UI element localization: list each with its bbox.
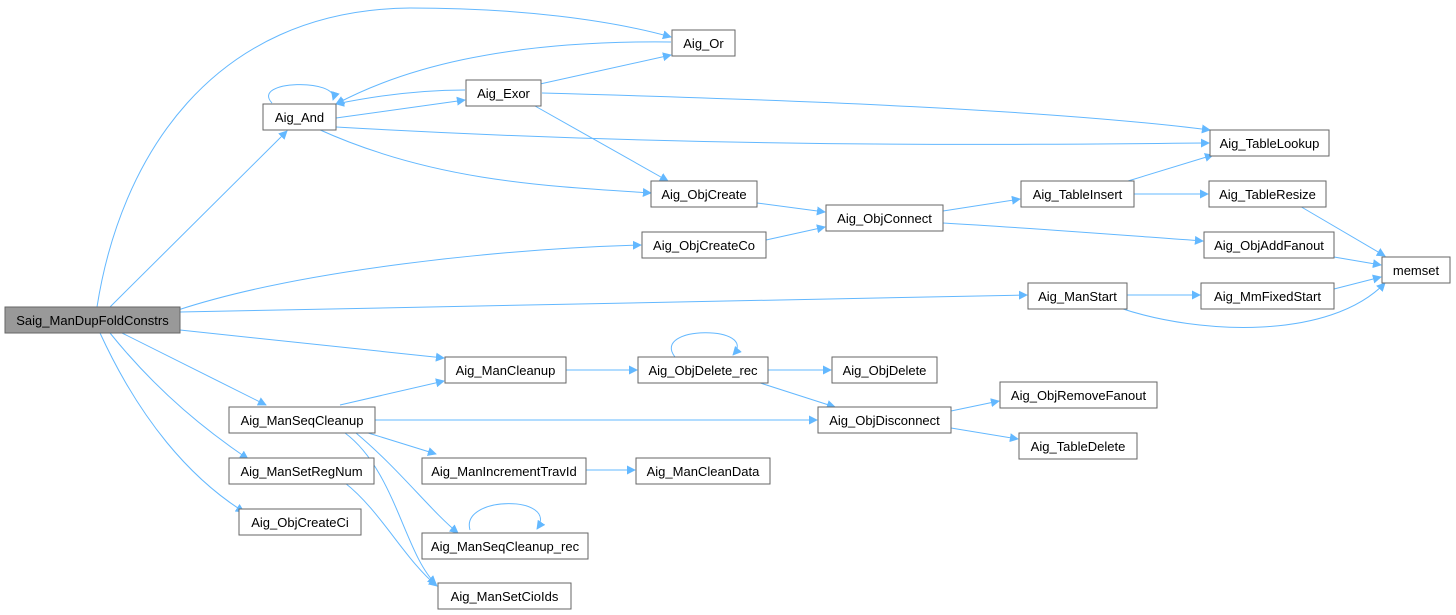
edge-objaddfanout-memset	[1333, 256, 1382, 269]
edge-mansetregnum-mansetciids	[344, 482, 438, 587]
node-aig-objcreate-label: Aig_ObjCreate	[661, 187, 746, 202]
node-aig-objdeleterec[interactable]: Aig_ObjDelete_rec	[637, 356, 769, 384]
node-aig-objconnect[interactable]: Aig_ObjConnect	[825, 204, 944, 232]
node-aig-objaddfanout-label: Aig_ObjAddFanout	[1214, 238, 1324, 253]
edge-objcreateco-objconnect	[765, 224, 826, 241]
node-aig-or-label: Aig_Or	[683, 36, 724, 51]
edge-manseqcleanuprec-self	[468, 503, 546, 531]
edge-objcreate-objconnect	[756, 202, 826, 216]
node-aig-tabledelete[interactable]: Aig_TableDelete	[1018, 432, 1138, 460]
node-aig-mmfixedstart[interactable]: Aig_MmFixedStart	[1200, 282, 1335, 310]
node-aig-manseqcleanup[interactable]: Aig_ManSeqCleanup	[228, 406, 376, 434]
edge-manseqcleanup-manincrementtravid	[364, 431, 437, 456]
node-aig-manseqcleanuprec[interactable]: Aig_ManSeqCleanup_rec	[421, 532, 589, 560]
node-aig-objdelete[interactable]: Aig_ObjDelete	[831, 356, 938, 384]
edge-exor-tablelookup	[541, 92, 1211, 134]
node-aig-exor[interactable]: Aig_Exor	[465, 79, 542, 107]
node-aig-tableinsert-label: Aig_TableInsert	[1033, 187, 1123, 202]
node-aig-manincrementtravid-label: Aig_ManIncrementTravId	[431, 464, 576, 479]
node-aig-manseqcleanup-label: Aig_ManSeqCleanup	[241, 413, 364, 428]
node-memset-label: memset	[1393, 263, 1440, 278]
node-aig-objdelete-label: Aig_ObjDelete	[843, 363, 927, 378]
edge-and-exor	[335, 96, 466, 119]
node-root-label: Saig_ManDupFoldConstrs	[16, 313, 169, 328]
node-aig-manstart[interactable]: Aig_ManStart	[1027, 282, 1128, 310]
edge-root-manstart	[179, 290, 1028, 313]
node-aig-objdisconnect[interactable]: Aig_ObjDisconnect	[817, 406, 952, 434]
edge-exor-or	[539, 52, 672, 85]
node-aig-manincrementtravid[interactable]: Aig_ManIncrementTravId	[421, 457, 587, 485]
node-aig-mancleandata[interactable]: Aig_ManCleanData	[635, 457, 771, 485]
edge-manseqcleanup-mancleanup	[339, 378, 445, 406]
edge-objdisconnect-tabledelete	[950, 427, 1019, 443]
node-aig-mancleandata-label: Aig_ManCleanData	[647, 464, 761, 479]
edge-tableresize-memset	[1297, 204, 1386, 257]
edge-root-objcreateci	[99, 332, 245, 513]
edge-tableinsert-tablelookup	[1127, 153, 1214, 182]
edge-manseqcleanup-manseqcleanuprec	[355, 432, 459, 534]
edge-and-objcreate	[317, 128, 652, 197]
edge-objdisconnect-objremovefanout	[950, 398, 1000, 412]
edge-exor-objcreate	[534, 105, 669, 182]
node-aig-manseqcleanuprec-label: Aig_ManSeqCleanup_rec	[431, 539, 580, 554]
node-aig-tableresize-label: Aig_TableResize	[1219, 187, 1316, 202]
node-aig-mancleanup-label: Aig_ManCleanup	[456, 363, 556, 378]
node-aig-mansetregnum-label: Aig_ManSetRegNum	[240, 464, 362, 479]
node-root[interactable]: Saig_ManDupFoldConstrs	[4, 306, 181, 334]
node-aig-tableinsert[interactable]: Aig_TableInsert	[1020, 180, 1135, 208]
node-aig-and-label: Aig_And	[275, 110, 324, 125]
node-aig-or[interactable]: Aig_Or	[671, 29, 736, 57]
edge-and-self	[268, 84, 340, 104]
edge-and-tablelookup	[335, 126, 1210, 148]
node-aig-mansetregnum[interactable]: Aig_ManSetRegNum	[228, 457, 375, 485]
edge-root-or	[96, 7, 672, 308]
node-aig-objcreateci[interactable]: Aig_ObjCreateCi	[238, 508, 362, 536]
node-aig-exor-label: Aig_Exor	[477, 86, 530, 101]
node-aig-objaddfanout[interactable]: Aig_ObjAddFanout	[1203, 231, 1335, 259]
node-aig-objcreate[interactable]: Aig_ObjCreate	[650, 180, 758, 208]
node-aig-objremovefanout-label: Aig_ObjRemoveFanout	[1011, 388, 1147, 403]
edge-root-manseqcleanup	[121, 332, 267, 406]
node-aig-mansetciids-label: Aig_ManSetCioIds	[451, 589, 559, 604]
edge-manstart-memset	[1119, 282, 1386, 328]
edge-root-and	[109, 130, 288, 308]
edge-objdeleterec-objdisconnect	[753, 380, 836, 409]
edge-root-mansetregnum	[109, 332, 249, 460]
node-aig-mmfixedstart-label: Aig_MmFixedStart	[1214, 289, 1321, 304]
edge-mmfixedstart-memset	[1333, 274, 1382, 290]
edge-objconnect-objaddfanout	[942, 222, 1204, 245]
node-aig-mansetciids[interactable]: Aig_ManSetCioIds	[437, 582, 572, 610]
edge-manseqcleanup-mansetciids	[344, 432, 437, 585]
edge-objdeleterec-self	[671, 332, 742, 358]
node-aig-objcreateci-label: Aig_ObjCreateCi	[251, 515, 349, 530]
node-aig-objdisconnect-label: Aig_ObjDisconnect	[829, 413, 940, 428]
node-aig-tablelookup[interactable]: Aig_TableLookup	[1209, 129, 1330, 157]
node-aig-objdeleterec-label: Aig_ObjDelete_rec	[648, 363, 758, 378]
edge-exor-and	[335, 89, 466, 107]
node-aig-objcreateco-label: Aig_ObjCreateCo	[653, 238, 755, 253]
edge-root-objcreateco	[177, 240, 642, 311]
edge-objconnect-tableinsert	[942, 195, 1021, 212]
node-aig-objremovefanout[interactable]: Aig_ObjRemoveFanout	[999, 381, 1158, 409]
node-aig-tableresize[interactable]: Aig_TableResize	[1208, 180, 1327, 208]
edge-root-mancleanup	[179, 329, 445, 362]
node-aig-objcreateco[interactable]: Aig_ObjCreateCo	[641, 231, 767, 259]
node-memset[interactable]: memset	[1381, 256, 1451, 284]
node-aig-mancleanup[interactable]: Aig_ManCleanup	[444, 356, 567, 384]
node-aig-and[interactable]: Aig_And	[262, 103, 337, 131]
node-aig-tabledelete-label: Aig_TableDelete	[1031, 439, 1126, 454]
edge-or-and	[335, 41, 672, 105]
node-aig-manstart-label: Aig_ManStart	[1038, 289, 1117, 304]
node-aig-tablelookup-label: Aig_TableLookup	[1220, 136, 1320, 151]
node-aig-objconnect-label: Aig_ObjConnect	[837, 211, 932, 226]
